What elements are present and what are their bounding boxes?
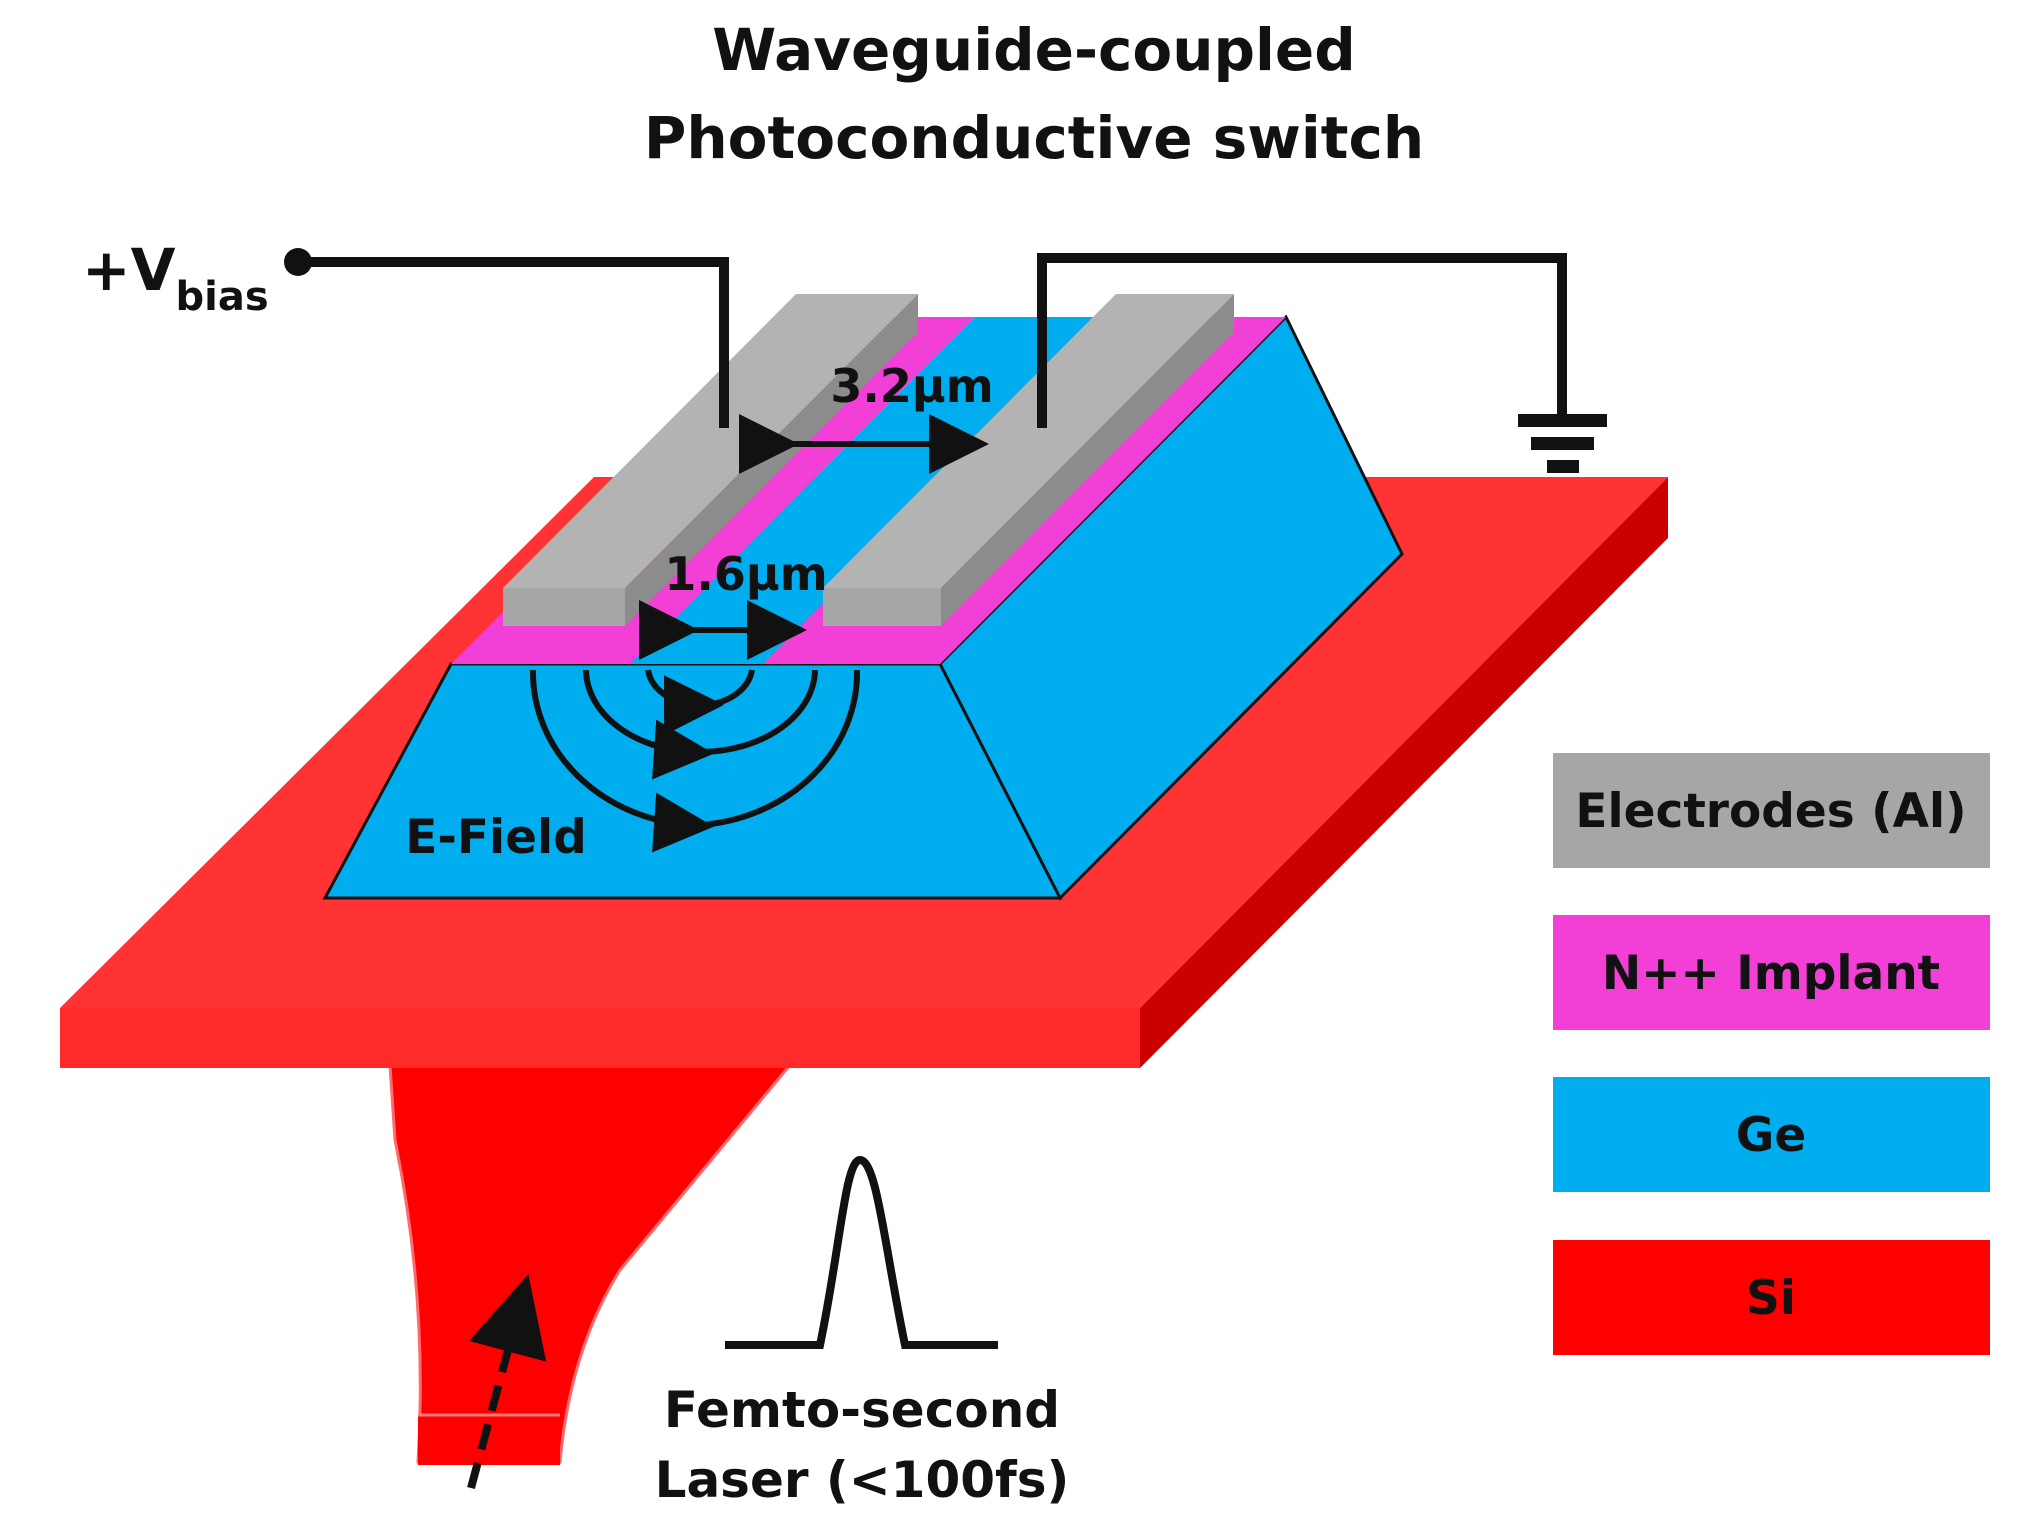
svg-text:Ge: Ge <box>1736 1108 1806 1163</box>
legend-item-ge: Ge <box>1553 1077 1990 1192</box>
e-field-lines <box>529 669 861 853</box>
title-line-1: Waveguide-coupled <box>712 16 1356 84</box>
svg-text:N++ Implant: N++ Implant <box>1602 946 1940 1001</box>
arrow-icon <box>467 1274 547 1490</box>
inner-gap-dimension: 1.6µm <box>639 547 828 660</box>
e-field-label: E-Field <box>405 810 586 865</box>
svg-text:Electrodes (Al): Electrodes (Al) <box>1575 784 1966 839</box>
bias-label: +Vbias <box>82 236 269 320</box>
ge-ridge <box>322 314 1404 901</box>
legend-item-electrodes: Electrodes (Al) <box>1553 753 1990 868</box>
inner-gap-label: 1.6µm <box>664 547 827 601</box>
outer-gap-label: 3.2µm <box>830 359 993 413</box>
legend-item-implant: N++ Implant <box>1553 915 1990 1030</box>
laser-label-line-1: Femto-second <box>664 1381 1060 1439</box>
svg-text:Si: Si <box>1746 1271 1796 1326</box>
ground-icon <box>1518 414 1607 473</box>
bias-wiring <box>284 248 1567 428</box>
electrode-right <box>823 294 1234 626</box>
title-line-2: Photoconductive switch <box>644 104 1424 172</box>
legend: Electrodes (Al) N++ Implant Ge Si <box>1553 753 1990 1355</box>
pulse-icon <box>725 1155 998 1349</box>
legend-item-si: Si <box>1553 1240 1990 1355</box>
laser-label-line-2: Laser (<100fs) <box>655 1451 1070 1509</box>
outer-gap-dimension: 3.2µm <box>739 359 994 474</box>
si-waveguide <box>388 1063 794 1465</box>
